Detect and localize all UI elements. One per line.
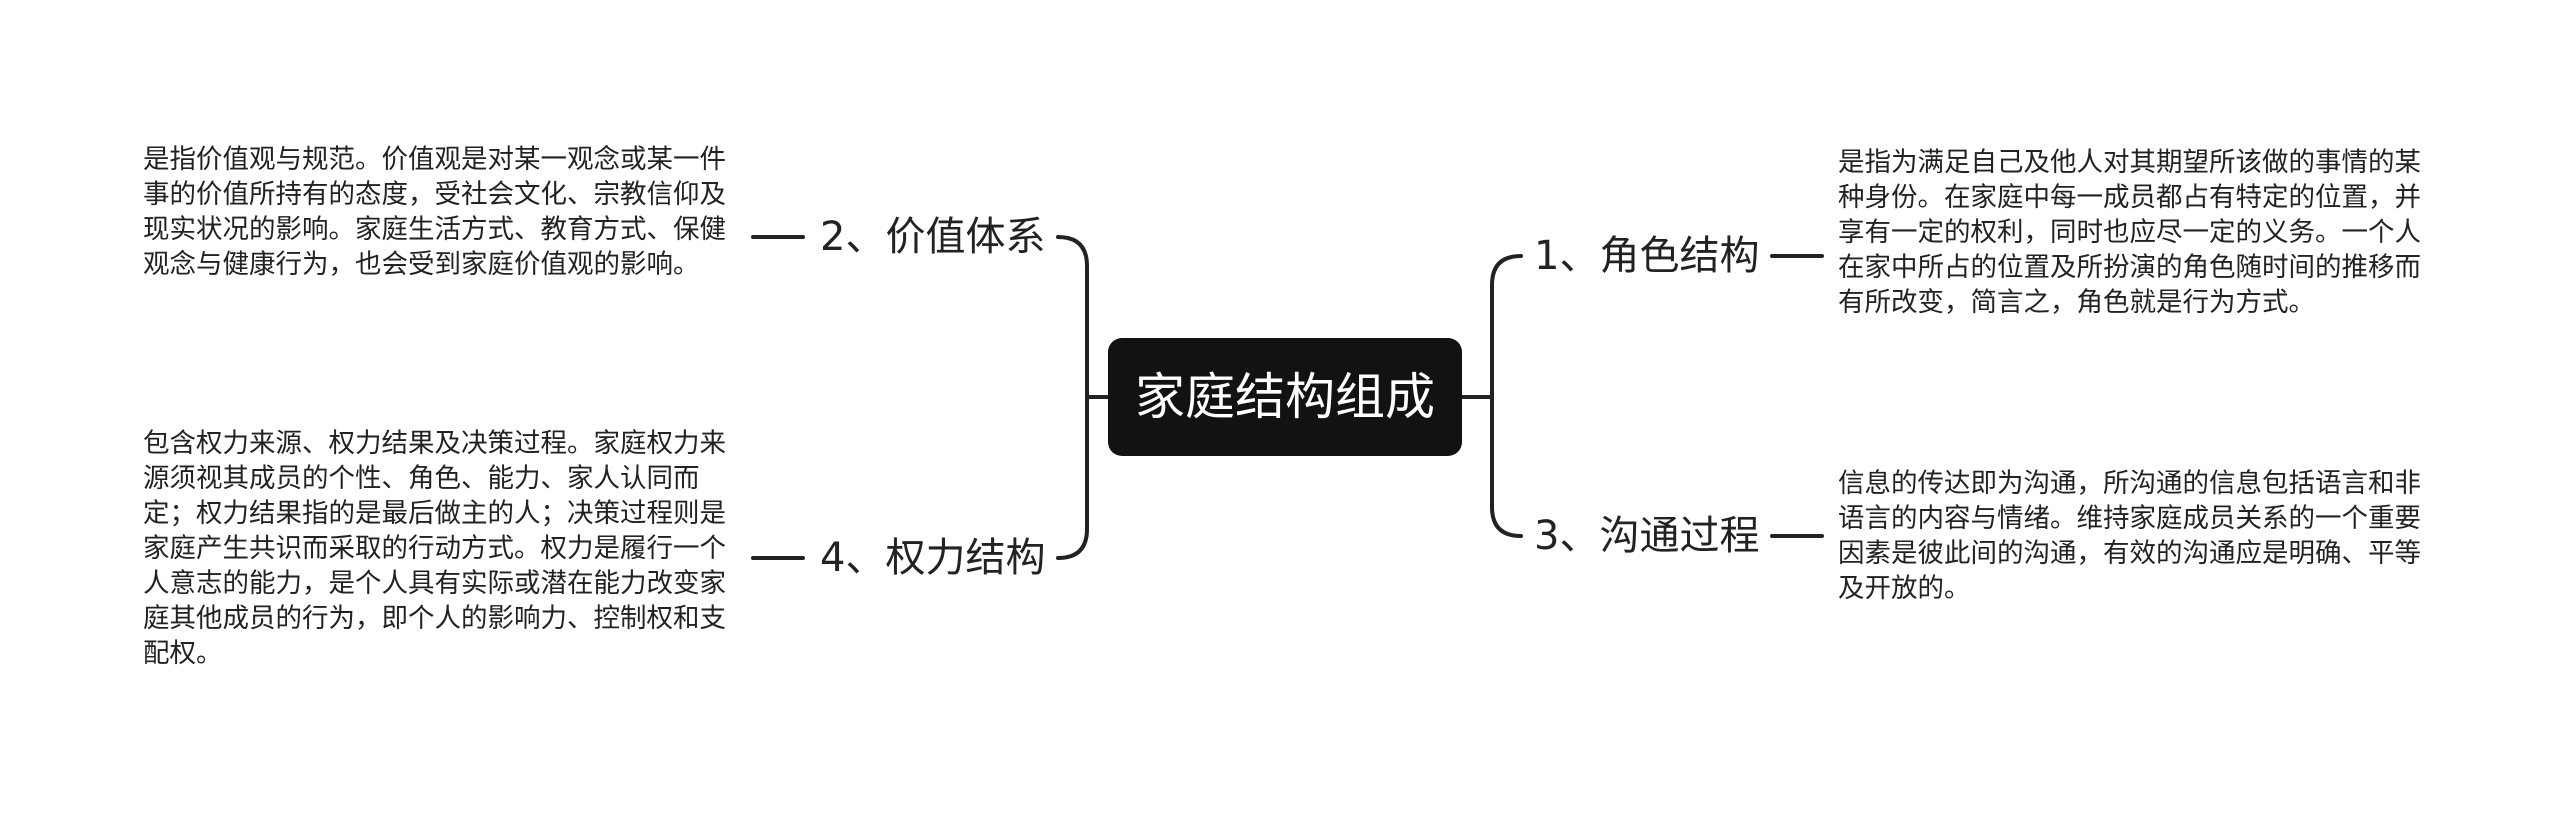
detail-power-structure: 包含权力来源、权力结果及决策过程。家庭权力来源须视其成员的个性、角色、能力、家人… (143, 428, 726, 669)
detail-value-system: 是指价值观与规范。价值观是对某一观念或某一件事的价值所持有的态度，受社会文化、宗… (143, 144, 726, 280)
branch-value-system[interactable]: 2、价值体系 (820, 214, 1046, 260)
root-node[interactable]: 家庭结构组成 (1108, 338, 1462, 456)
detail-role-structure: 是指为满足自己及他人对其期望所该做的事情的某种身份。在家庭中每一成员都占有特定的… (1838, 147, 2421, 318)
branch-role-structure[interactable]: 1、角色结构 (1534, 233, 1760, 279)
branch-communication[interactable]: 3、沟通过程 (1534, 513, 1760, 559)
detail-communication: 信息的传达即为沟通，所沟通的信息包括语言和非语言的内容与情绪。维持家庭成员关系的… (1838, 468, 2421, 604)
branch-power-structure[interactable]: 4、权力结构 (820, 535, 1046, 581)
connector-left-bracket (1056, 235, 1089, 560)
connector-right-bracket (1490, 254, 1523, 538)
